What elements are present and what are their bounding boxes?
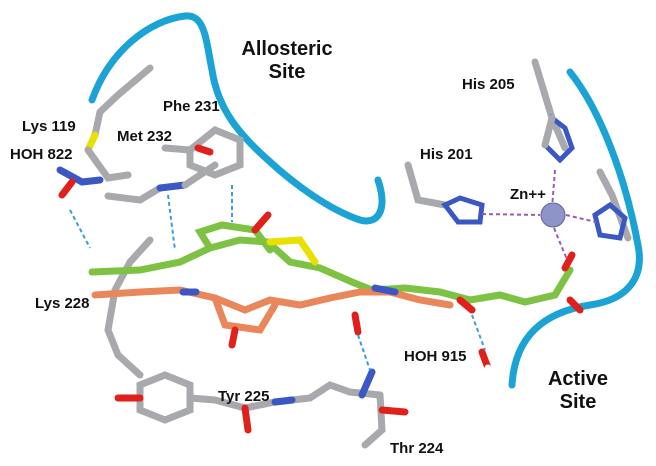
label-met232: Met 232 (117, 128, 173, 145)
hoh822-structure (44, 178, 76, 199)
label-his201: His 201 (420, 146, 473, 163)
allosteric-site-line2: Site (268, 61, 306, 83)
label-hoh822: HOH 822 (10, 146, 73, 163)
active-site-line2: Site (559, 391, 597, 413)
ligand-green (88, 211, 574, 306)
allosteric-site-line1: Allosteric (241, 38, 333, 60)
his-right-structure (592, 168, 632, 242)
label-tyr225: Tyr 225 (218, 388, 270, 405)
thr224-structure (358, 368, 409, 449)
lys228-structure (104, 236, 154, 379)
allosteric-site-label: Allosteric Site (222, 38, 352, 84)
hydrogen-bonds (69, 185, 486, 371)
label-lys228: Lys 228 (35, 295, 90, 312)
tyr225-structure (114, 371, 384, 434)
allosteric-site-outline (88, 12, 386, 225)
label-thr224: Thr 224 (390, 440, 444, 457)
active-site-line1: Active (547, 368, 609, 390)
his205-structure (531, 58, 575, 164)
active-site-outline (508, 68, 643, 389)
label-zn: Zn++ (510, 186, 546, 203)
label-phe231: Phe 231 (163, 98, 220, 115)
label-hoh915: HOH 915 (404, 348, 467, 365)
phe231-structure (161, 125, 244, 179)
zn-coordination-bonds (481, 169, 597, 263)
label-lys119: Lys 119 (22, 118, 76, 135)
his201-structure (404, 161, 485, 225)
hoh915-structure (478, 348, 492, 386)
label-his205: His 205 (462, 76, 515, 93)
ligand-heteroatoms (351, 251, 584, 336)
lys119-structure (56, 64, 154, 186)
ligand-orange (91, 286, 454, 349)
met232-structure (104, 161, 219, 204)
active-site-label: Active Site (528, 368, 628, 414)
zinc-ion (540, 202, 566, 228)
